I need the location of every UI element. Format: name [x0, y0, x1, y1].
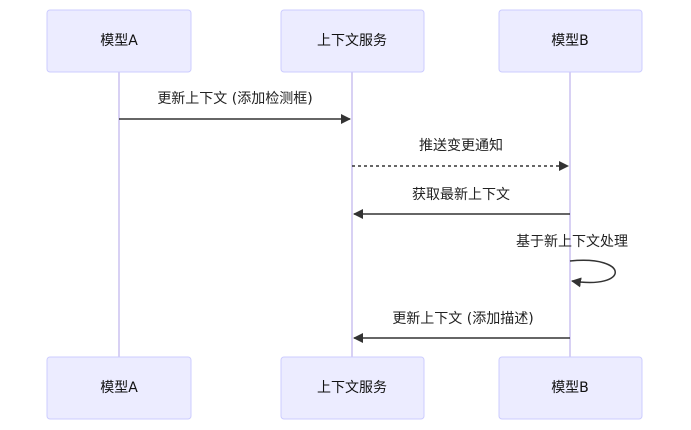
message-fetch-latest-context: 获取最新上下文 [353, 187, 570, 219]
actor-model-a-top: 模型A [46, 9, 192, 73]
actor-context-service-bottom: 上下文服务 [280, 356, 425, 420]
actor-label: 上下文服务 [317, 33, 387, 49]
self-loop-arrow [569, 259, 616, 288]
message-process-with-new-context: 基于新上下文处理 [516, 233, 628, 288]
actor-label: 模型A [100, 33, 138, 49]
message-push-change-notice: 推送变更通知 [352, 137, 569, 171]
message-label: 更新上下文 (添加描述) [392, 311, 533, 327]
message-update-context-detection: 更新上下文 (添加检测框) [119, 91, 351, 124]
message-update-context-description: 更新上下文 (添加描述) [353, 311, 570, 343]
message-label: 基于新上下文处理 [516, 233, 628, 250]
message-label: 更新上下文 (添加检测框) [157, 91, 312, 107]
actor-label: 模型A [100, 380, 138, 396]
actor-model-b-top: 模型B [498, 9, 643, 73]
message-label: 获取最新上下文 [412, 187, 510, 203]
actor-context-service-top: 上下文服务 [280, 9, 425, 73]
actor-model-a-bottom: 模型A [46, 356, 192, 420]
actor-label: 模型B [551, 33, 589, 49]
actor-model-b-bottom: 模型B [498, 356, 643, 420]
actor-label: 模型B [551, 380, 589, 396]
message-label: 推送变更通知 [419, 137, 503, 154]
actor-label: 上下文服务 [317, 380, 387, 396]
